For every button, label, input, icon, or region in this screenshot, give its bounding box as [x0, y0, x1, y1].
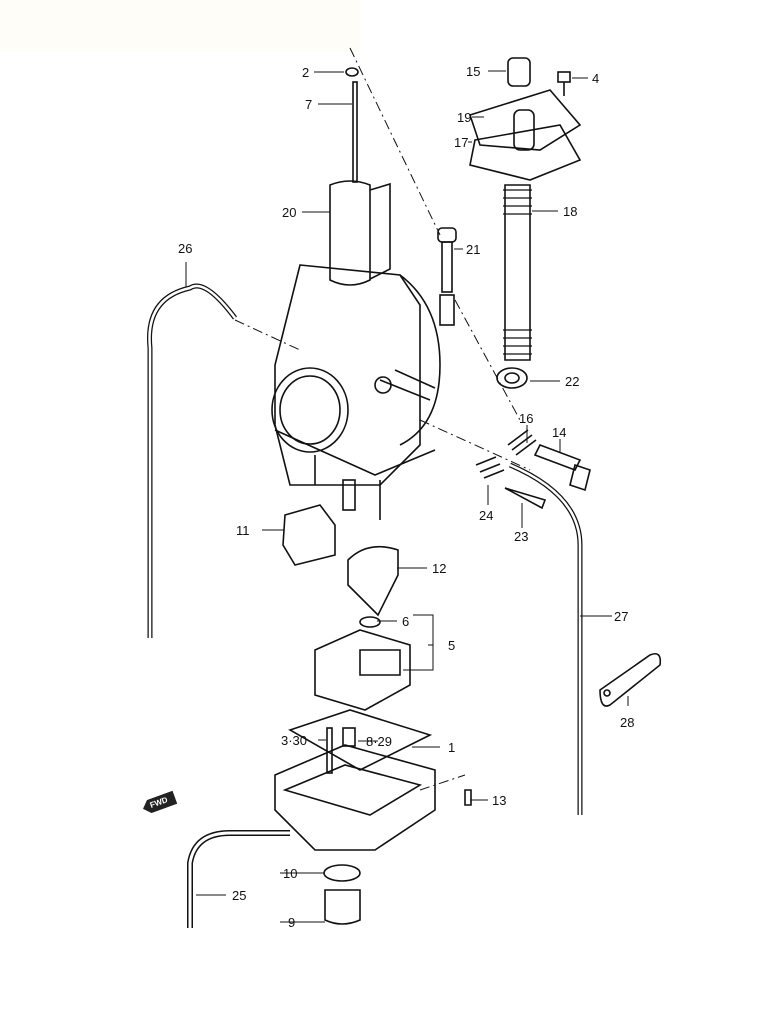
- callout-9: 9: [288, 915, 296, 930]
- callout-16: 16: [519, 411, 534, 426]
- callout-23: 23: [514, 529, 529, 544]
- callout-20: 20: [282, 205, 297, 220]
- callout-4: 4: [592, 71, 600, 86]
- callout-3-30: 3·30: [281, 733, 308, 748]
- header-band: [0, 0, 360, 52]
- callout-7: 7: [305, 97, 313, 112]
- callout-11: 11: [236, 523, 250, 538]
- callout-8-29: 8·29: [366, 734, 393, 749]
- callout-17: 17: [454, 135, 469, 150]
- callout-25: 25: [232, 888, 247, 903]
- callout-27: 27: [614, 609, 629, 624]
- callout-1: 1: [448, 740, 456, 755]
- callout-2: 2: [302, 65, 310, 80]
- callout-14: 14: [552, 425, 567, 440]
- callout-24: 24: [479, 508, 494, 523]
- callout-26: 26: [178, 241, 193, 256]
- callout-18: 18: [563, 204, 578, 219]
- callout-15: 15: [466, 64, 481, 79]
- callout-13: 13: [492, 793, 507, 808]
- callout-5: 5: [448, 638, 456, 653]
- callout-21: 21: [466, 242, 481, 257]
- callout-22: 22: [565, 374, 580, 389]
- callout-12: 12: [432, 561, 447, 576]
- callout-28: 28: [620, 715, 635, 730]
- callout-6: 6: [402, 614, 410, 629]
- callout-10: 10: [283, 866, 298, 881]
- callout-19: 19: [457, 110, 472, 125]
